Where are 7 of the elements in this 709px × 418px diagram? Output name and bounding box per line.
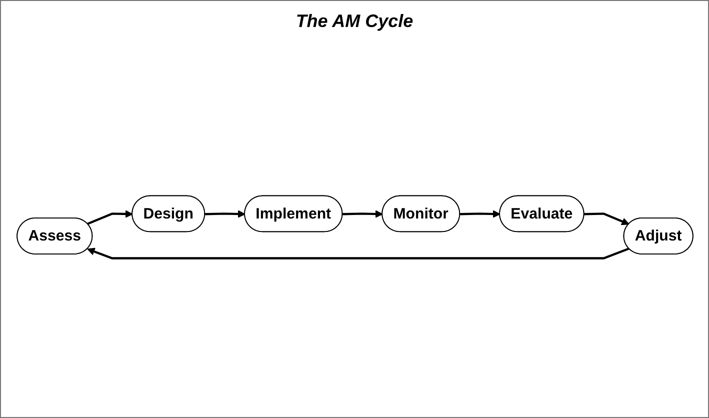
arrow — [204, 210, 245, 218]
arrow — [86, 247, 629, 259]
arrow — [342, 210, 382, 218]
arrow — [86, 210, 132, 224]
arrow — [584, 212, 629, 225]
diagram-title: The AM Cycle — [296, 11, 414, 32]
arrow — [460, 210, 500, 218]
